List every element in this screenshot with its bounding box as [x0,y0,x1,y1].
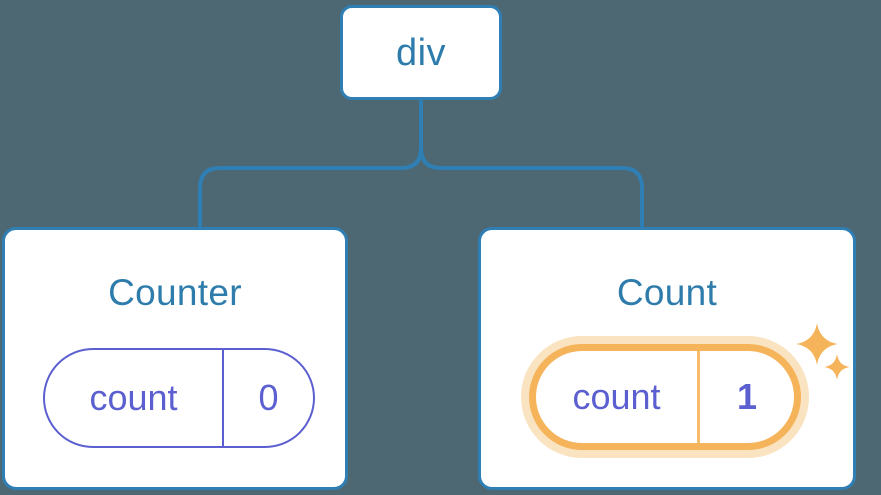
state-pill-key: count [89,377,178,418]
tree-node-count[interactable]: Count count 1 [478,227,856,490]
sparkle-small-icon [824,354,850,380]
state-pill-key: count [572,376,661,417]
state-pill-count-count-highlighted[interactable]: count 1 [521,336,809,458]
tree-node-counter-title: Counter [108,272,242,313]
tree-node-counter[interactable]: Counter count 0 [2,227,348,490]
sparkle-large-icon [796,323,838,365]
tree-node-count-title: Count [616,272,718,313]
tree-node-root[interactable]: div [340,5,502,100]
tree-node-root-label: div [395,31,447,74]
state-pill-value: 0 [222,350,313,446]
state-pill-counter-count[interactable]: count 0 [43,348,315,448]
state-pill-value: 1 [697,351,794,443]
